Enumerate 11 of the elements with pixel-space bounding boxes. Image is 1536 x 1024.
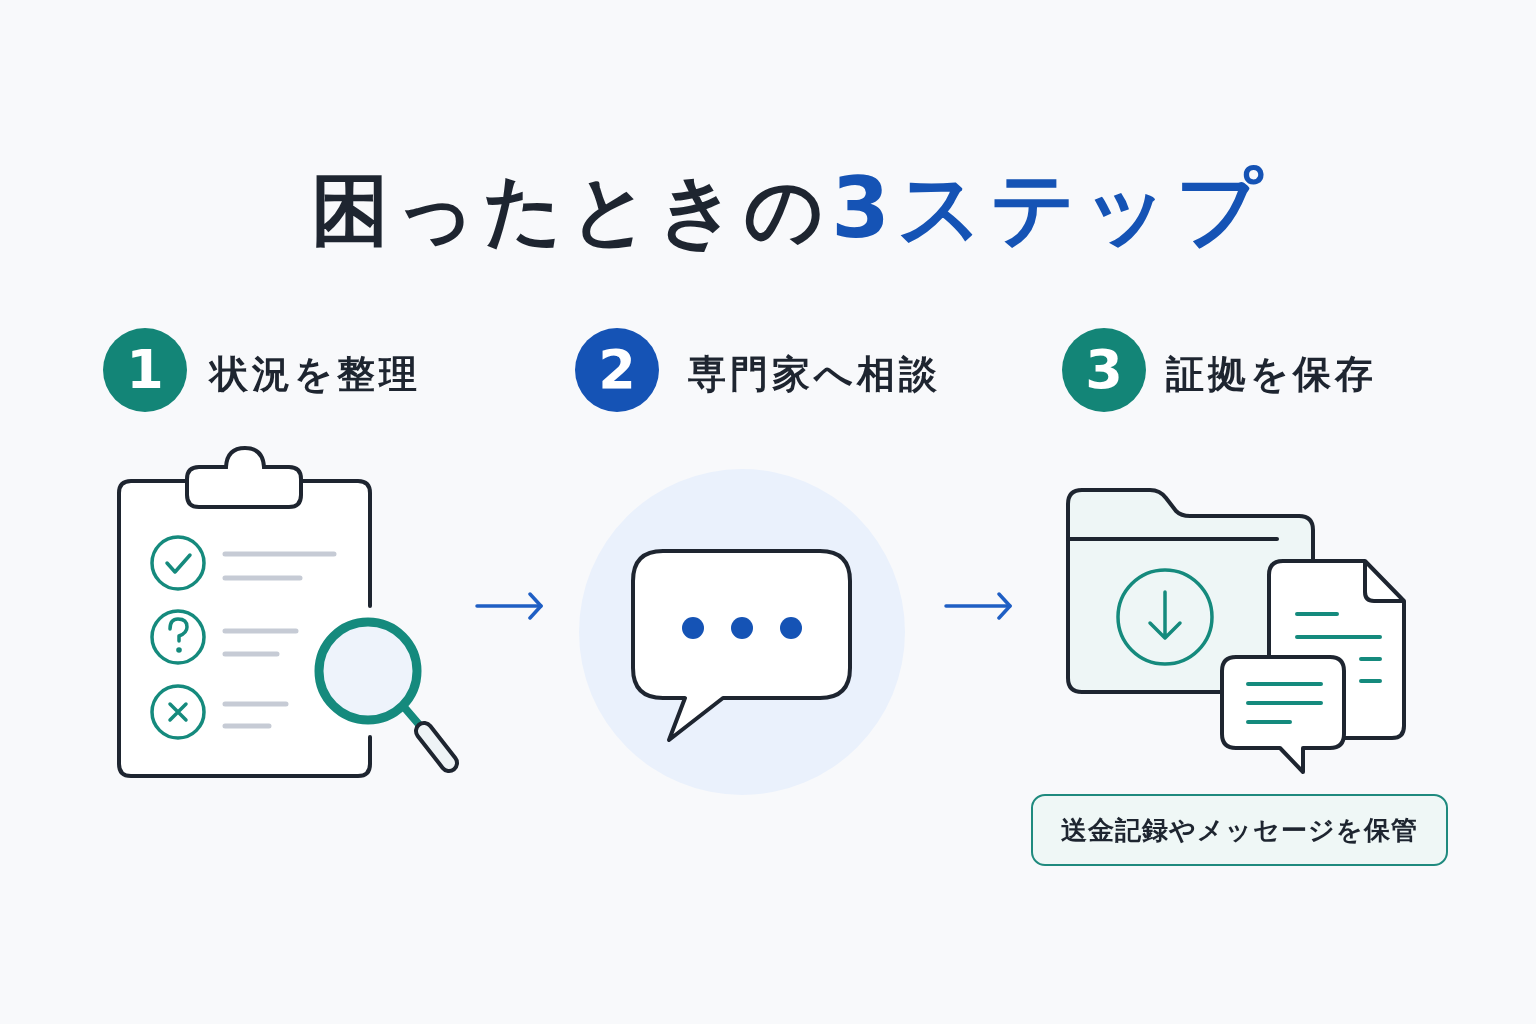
title: 困ったときの3ステップ <box>310 158 1270 259</box>
step-heading: 状況を整理 <box>210 351 421 398</box>
chat-bubble-illustration <box>578 467 908 797</box>
step-heading: 専門家へ相談 <box>688 351 941 398</box>
step-number: 1 <box>103 328 187 412</box>
step-number: 2 <box>575 328 659 412</box>
step-heading: 証拠を保存 <box>1166 351 1377 398</box>
arrow <box>944 592 1012 620</box>
note-box: 送金記録やメッセージを保管 <box>1031 794 1448 866</box>
arrow <box>475 592 543 620</box>
step-number: 3 <box>1062 328 1146 412</box>
